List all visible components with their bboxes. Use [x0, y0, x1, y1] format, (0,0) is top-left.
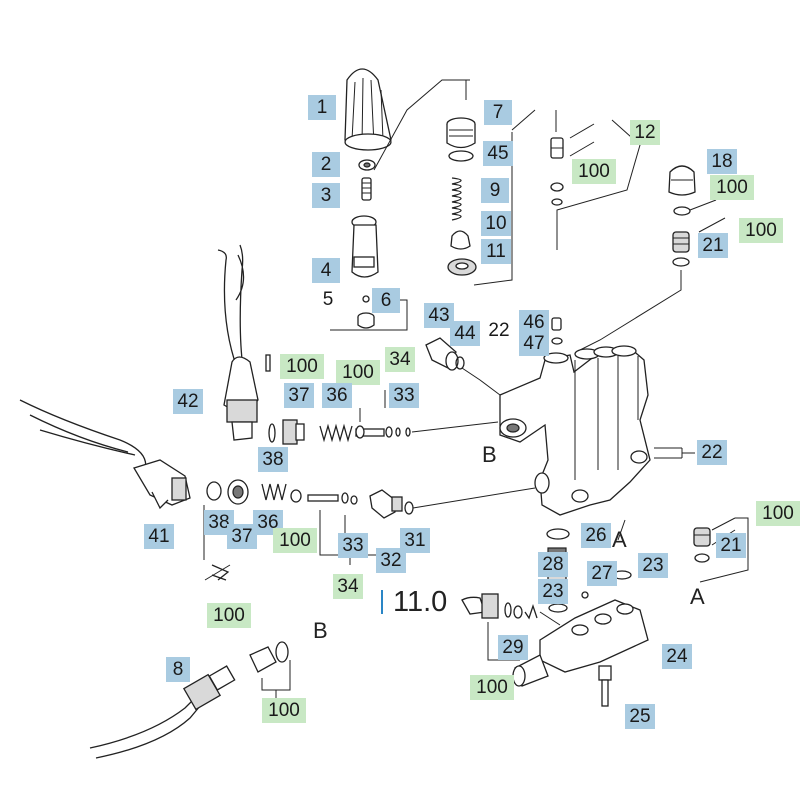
part-piston-33a[interactable] — [355, 425, 411, 439]
callout-100-29: 100 — [470, 675, 514, 700]
part-washer-2[interactable] — [358, 159, 376, 171]
callout-100-8: 100 — [262, 698, 306, 723]
part-plug-7[interactable] — [446, 117, 476, 149]
callout-25: 25 — [625, 704, 655, 729]
part-valve-21b[interactable] — [693, 527, 711, 563]
part-oring-47[interactable] — [551, 337, 563, 345]
callout-23a: 23 — [538, 579, 568, 604]
callout-34a: 34 — [385, 347, 415, 372]
callout-37b: 37 — [227, 524, 257, 549]
part-fitting-100c[interactable] — [249, 641, 289, 673]
callout-5: 5 — [322, 289, 334, 310]
part-fitting-37a[interactable] — [282, 419, 305, 445]
callout-100-41: 100 — [207, 603, 251, 628]
connector-a-1: A — [612, 527, 627, 552]
callout-29: 29 — [498, 635, 528, 660]
part-knob-1[interactable] — [344, 68, 392, 151]
callout-11: 11 — [481, 239, 511, 264]
part-plug-18[interactable] — [668, 165, 696, 196]
callout-45: 45 — [483, 141, 513, 166]
part-fitting-29[interactable] — [461, 593, 538, 620]
callout-31: 31 — [400, 528, 430, 553]
callout-26: 26 — [581, 523, 611, 548]
part-manifold-24[interactable] — [512, 599, 649, 687]
connector-b-1: B — [482, 442, 497, 467]
part-seat-11[interactable] — [447, 258, 477, 276]
callout-100-18: 100 — [710, 175, 754, 200]
part-pressure-switch-42[interactable] — [217, 244, 259, 441]
part-spring-36a[interactable] — [319, 423, 353, 443]
part-oring-45[interactable] — [448, 150, 474, 162]
part-oring-31[interactable] — [404, 501, 414, 515]
callout-46: 46 — [519, 310, 549, 335]
part-washer-38a[interactable] — [268, 423, 276, 443]
callout-43: 43 — [424, 303, 454, 328]
part-ball-5[interactable] — [362, 295, 370, 303]
part-pin-100a[interactable] — [265, 354, 271, 372]
part-pump-head[interactable] — [499, 345, 651, 516]
callout-10: 10 — [481, 211, 511, 236]
part-valve-21[interactable] — [672, 231, 690, 267]
callout-22b: 22 — [697, 440, 727, 465]
section-marker-bar — [381, 590, 383, 614]
callout-12: 12 — [630, 120, 660, 145]
part-bolt-25[interactable] — [598, 665, 612, 707]
callout-2: 2 — [312, 152, 340, 177]
part-ball-27[interactable] — [581, 591, 589, 599]
part-oring-26[interactable] — [546, 528, 570, 540]
part-pressure-switch-41[interactable] — [19, 399, 191, 510]
callout-6: 6 — [372, 288, 400, 313]
callout-33b: 33 — [338, 533, 368, 558]
callout-100-42: 100 — [280, 354, 324, 379]
part-pin-46[interactable] — [551, 317, 562, 331]
callout-34b: 34 — [333, 574, 363, 599]
callout-100-36: 100 — [273, 528, 317, 553]
part-pin-3[interactable] — [361, 177, 372, 201]
callout-47: 47 — [519, 331, 549, 356]
callout-7: 7 — [484, 100, 512, 125]
part-fitting-43[interactable] — [425, 337, 465, 371]
part-valve-32[interactable] — [369, 489, 403, 519]
connector-b-2: B — [313, 618, 328, 643]
callout-36a: 36 — [322, 383, 352, 408]
part-oring-23a[interactable] — [548, 603, 568, 613]
part-hose-8[interactable] — [89, 665, 236, 759]
callout-100-21b: 100 — [756, 501, 800, 526]
part-oring-18[interactable] — [673, 206, 691, 216]
part-valve-10[interactable] — [450, 230, 471, 250]
callout-38a: 38 — [258, 447, 288, 472]
callout-33a: 33 — [389, 383, 419, 408]
part-fitting-37b[interactable] — [227, 479, 249, 505]
callout-42: 42 — [173, 389, 203, 414]
callout-44: 44 — [450, 321, 480, 346]
callout-8: 8 — [166, 657, 190, 682]
part-sleeve-4[interactable] — [351, 215, 379, 278]
callout-9: 9 — [481, 178, 509, 203]
callout-3: 3 — [312, 183, 340, 208]
callout-22a: 22 — [488, 320, 510, 341]
callout-41: 41 — [144, 524, 174, 549]
callout-23b: 23 — [638, 553, 668, 578]
callout-1: 1 — [308, 95, 336, 120]
callout-24: 24 — [662, 644, 692, 669]
part-washer-100b[interactable] — [290, 489, 302, 503]
callout-100-12: 100 — [572, 159, 616, 184]
callout-27: 27 — [587, 561, 617, 586]
callout-4: 4 — [312, 258, 340, 283]
callout-37a: 37 — [284, 383, 314, 408]
part-spring-9[interactable] — [451, 177, 462, 221]
callout-100-21: 100 — [739, 218, 783, 243]
section-number: 11.0 — [393, 586, 448, 618]
part-seat-6[interactable] — [357, 312, 375, 329]
callout-21: 21 — [698, 233, 728, 258]
connector-a-2: A — [690, 584, 705, 609]
callout-28: 28 — [538, 552, 568, 577]
callout-21b: 21 — [716, 533, 746, 558]
callout-18: 18 — [707, 149, 737, 174]
part-spring-36b[interactable] — [261, 483, 287, 501]
callout-100-33: 100 — [336, 360, 380, 385]
part-valve-12[interactable] — [550, 137, 564, 206]
part-washer-38b[interactable] — [206, 481, 222, 501]
part-piston-33b[interactable] — [307, 492, 358, 505]
